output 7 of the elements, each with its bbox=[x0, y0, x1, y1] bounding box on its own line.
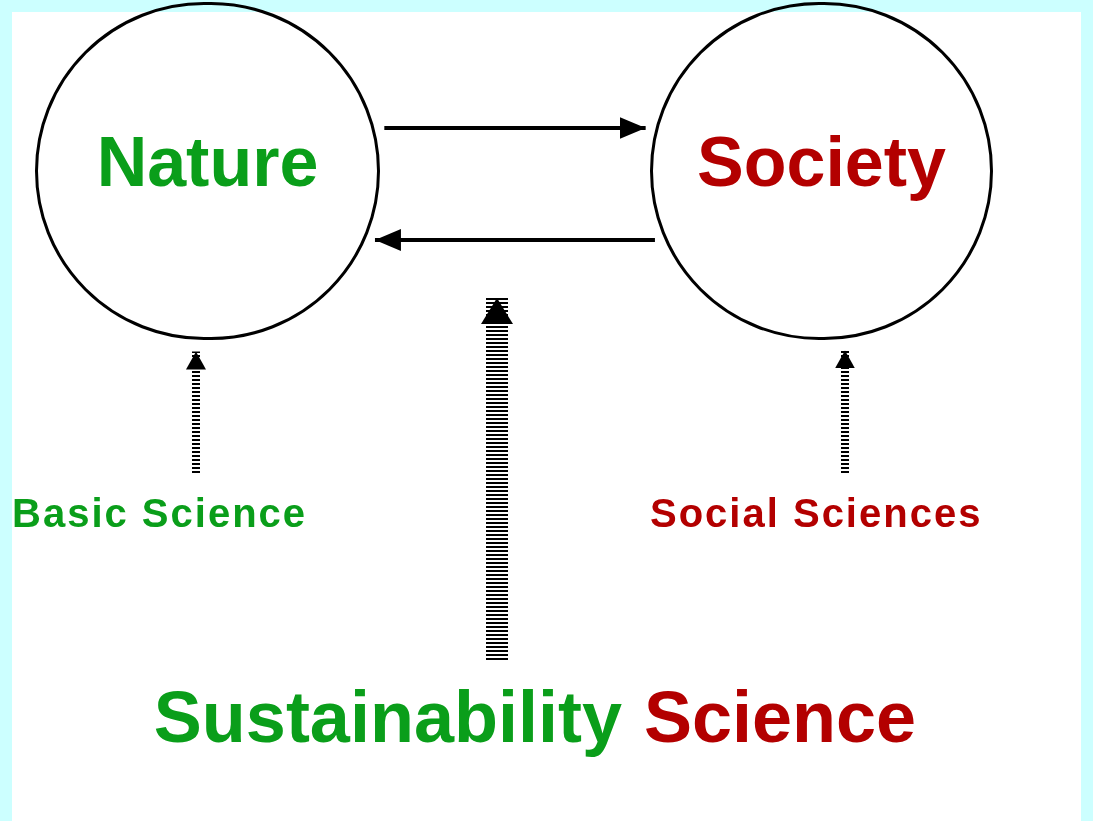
field-label: Basic Science bbox=[12, 485, 308, 540]
arrow bbox=[374, 229, 655, 251]
arrow bbox=[481, 298, 513, 660]
arrow bbox=[384, 117, 646, 139]
title-word: Science bbox=[643, 681, 917, 753]
field-label: Social Sciences bbox=[650, 485, 983, 540]
node-label: Nature bbox=[96, 127, 319, 197]
